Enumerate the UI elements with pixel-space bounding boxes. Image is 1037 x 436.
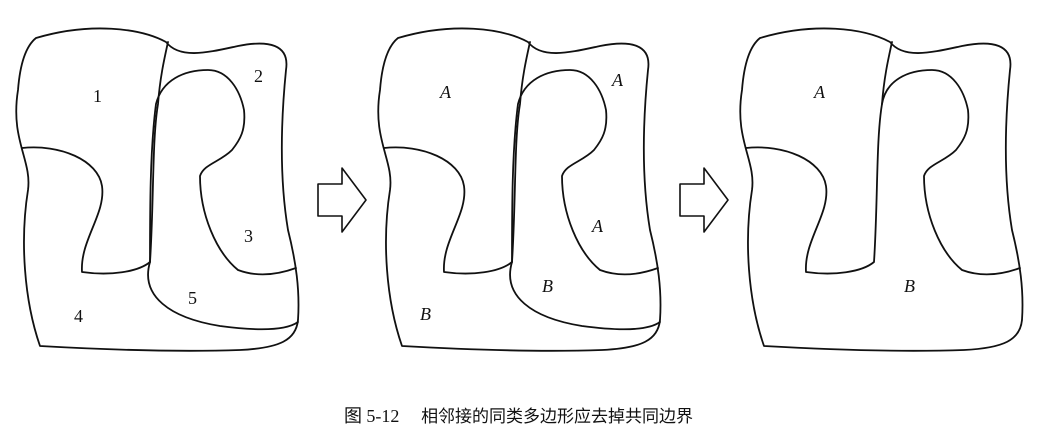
figure-caption: 图 5-12 相邻接的同类多边形应去掉共同边界 [0,402,1037,428]
region-label: A [591,216,604,236]
region-label: 4 [74,306,83,326]
region-label: 3 [244,226,253,246]
region-label: A [439,82,452,102]
region-label: 1 [93,86,102,106]
figure-number: 图 5-12 [343,406,400,426]
region-label: 5 [188,288,197,308]
region-label: 2 [254,66,263,86]
caption-text: 相邻接的同类多边形应去掉共同边界 [421,407,694,427]
region-label: B [420,304,431,324]
region-label: A [611,70,624,90]
arrow-right-icon [679,167,729,233]
region-label: A [813,82,826,102]
region-label: B [542,276,553,296]
panel-classified: A A A B B [377,27,662,352]
panel-merged: A B [739,27,1024,352]
arrow-right-icon [317,167,367,233]
region-label: B [904,276,915,296]
panel-original: 1 2 3 4 5 [15,27,300,352]
